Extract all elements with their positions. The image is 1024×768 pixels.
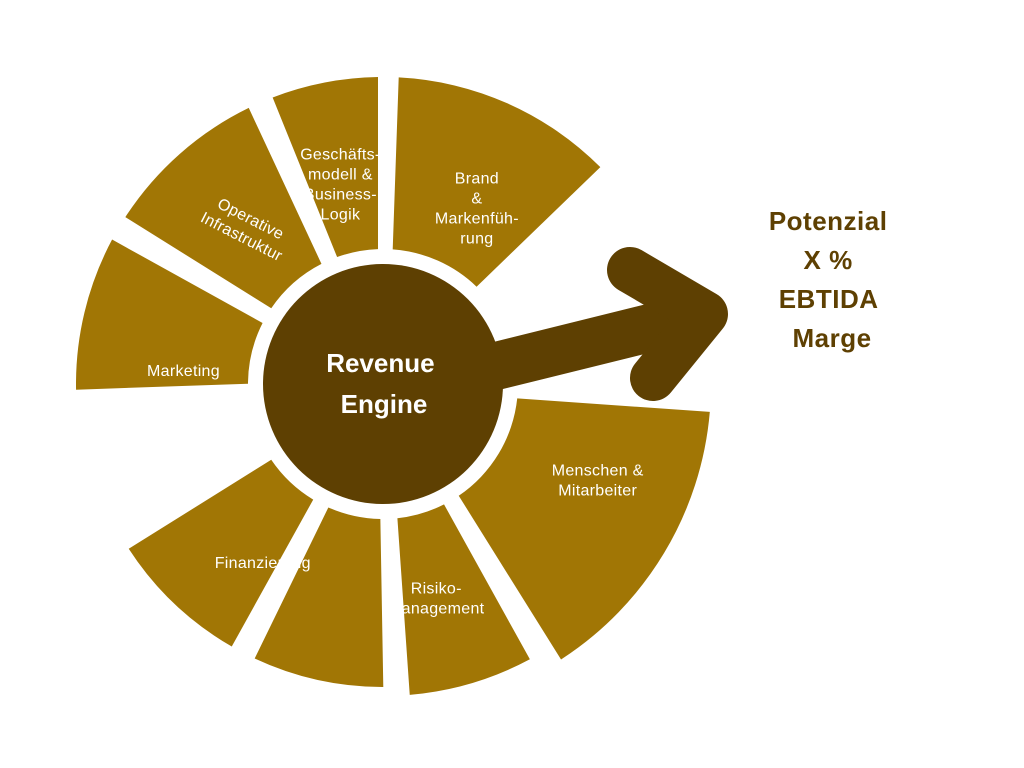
segment-label-line: Marketing [147,363,220,380]
revenue-engine-hub [263,264,503,504]
segment-label-finanzierung: Finanzierung [215,555,311,572]
segment-label-marketing: Marketing [147,363,220,380]
segment-label-geschaeftsmodell: Geschäfts-modell & Business- Logik [300,146,380,223]
segment-label-brand: Brand & Markenfüh-rung [435,170,519,247]
segment-label-menschen: Menschen & Mitarbeiter [552,463,644,500]
segment-risikomanagement [397,504,530,695]
arrow-shaft [456,294,714,394]
segment-label-line: Menschen & [552,463,644,480]
outcome-line-2: X % [804,245,853,275]
segment-marketing [76,239,263,390]
segment-label-line: Markenfüh- [435,210,519,227]
segment-label-management: Management [138,464,235,481]
segment-label-line: & [471,190,482,207]
segment-menschen [458,398,710,660]
hub-label-line-2: Engine [341,389,428,419]
segment-label-risikomanagement: Risiko-management [388,580,485,617]
segment-label-line: rung [460,230,493,247]
segment-management [128,459,314,647]
outcome-line-3: EBTIDA [779,284,879,314]
segment-label-line: Risiko- [411,580,462,597]
hub-label: Revenue Engine [326,348,442,419]
outcome-line-4: Marge [792,323,871,353]
segment-finanzierung [254,507,384,687]
outcome-label: Potenzial X % EBTIDA Marge [769,206,895,353]
segment-label-line: Finanzierung [215,555,311,572]
segment-label-line: Mitarbeiter [558,483,637,500]
segment-brand [392,77,601,287]
growth-arrow [456,247,728,401]
segments-layer [76,77,710,695]
segment-operative-infrastruktur [125,107,322,309]
segment-label-line: Brand [455,170,499,187]
arrow-head [607,247,728,401]
outcome-line-1: Potenzial [769,206,888,236]
segment-label-line: Business- [304,186,377,203]
segment-label-line: modell & [308,166,373,183]
segment-label-line: management [388,600,485,617]
hub-label-line-1: Revenue [326,348,434,378]
segment-label-line: Management [138,464,235,481]
segment-label-line: Logik [321,206,361,223]
segment-label-line: Geschäfts- [300,146,380,163]
segment-geschaeftsmodell [272,77,379,258]
